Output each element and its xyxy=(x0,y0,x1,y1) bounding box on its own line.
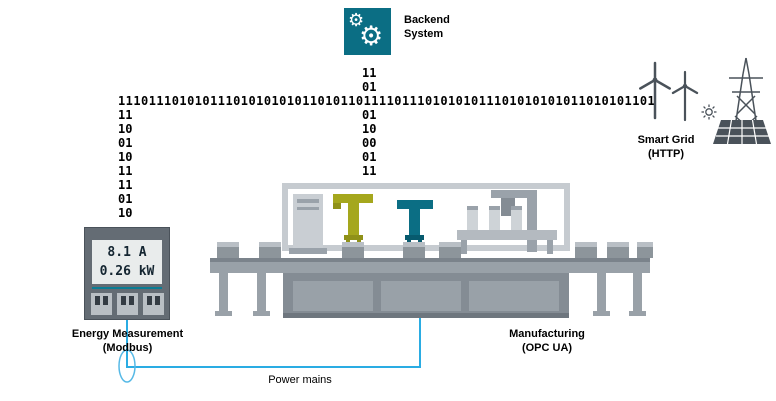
robot-arm-teal xyxy=(397,200,433,248)
manufacturing-machine-illustration xyxy=(210,183,653,318)
sun-icon xyxy=(701,104,717,120)
binary-digits: 11 xyxy=(362,66,377,80)
gear-icon: ⚙ xyxy=(348,10,365,31)
wind-turbine-icon xyxy=(639,61,671,120)
power-mains-label: Power mains xyxy=(268,374,332,386)
binary-digits: 10 xyxy=(118,150,133,164)
binary-digits: 01 xyxy=(362,108,377,122)
machine-body xyxy=(283,273,569,318)
backend-system-icon: ⚙ ⚙ xyxy=(344,8,391,55)
binary-digits: 01 xyxy=(362,150,377,164)
binary-stream-center: 01 10 00 01 11 xyxy=(362,108,376,178)
meter-display: 8.1 A 0.26 kW xyxy=(92,240,162,284)
binary-digits: 11 xyxy=(118,178,133,192)
conveyor-products xyxy=(217,242,653,258)
binary-digits: 11 xyxy=(362,164,377,178)
binary-digits: 11 xyxy=(118,164,133,178)
binary-digits: 00 xyxy=(362,136,377,150)
energy-measurement-label: Energy Measurement (Modbus) xyxy=(71,328,184,354)
meter-accent-line xyxy=(92,287,162,289)
binary-digits: 11 xyxy=(118,108,133,122)
manufacturing-label: Manufacturing (OPC UA) xyxy=(509,328,585,354)
machine-cabinet xyxy=(289,194,327,254)
solar-panel-icon xyxy=(713,119,771,145)
assembly-station xyxy=(457,190,557,254)
machine-frame xyxy=(282,183,570,251)
binary-digits: 01 xyxy=(362,80,377,94)
conveyor-legs xyxy=(215,273,646,316)
binary-digits: 10 xyxy=(362,122,377,136)
meter-terminal xyxy=(117,293,138,315)
smart-grid-label: Smart Grid (HTTP) xyxy=(637,134,695,160)
robot-arm-olive xyxy=(333,194,373,248)
smart-grid-icon xyxy=(639,57,771,145)
binary-digits: 10 xyxy=(118,122,133,136)
meter-reading-current: 8.1 A xyxy=(107,245,147,260)
binary-stream-backend: 11 01 xyxy=(362,66,376,94)
binary-digits: 10 xyxy=(118,206,133,220)
binary-stream-left: 11 10 01 10 11 11 01 10 xyxy=(118,108,132,220)
gear-icon: ⚙ xyxy=(359,21,384,52)
binary-stream-bus: 1110111010101110101010101101011011110111… xyxy=(118,94,656,108)
meter-terminals xyxy=(91,293,164,315)
wind-turbine-icon xyxy=(671,70,699,122)
energy-meter: 8.1 A 0.26 kW xyxy=(84,227,170,320)
meter-reading-power: 0.26 kW xyxy=(99,264,155,279)
binary-digits: 01 xyxy=(118,192,133,206)
backend-system-label: Backend System xyxy=(404,14,450,40)
meter-terminal xyxy=(143,293,164,315)
meter-terminal xyxy=(91,293,112,315)
conveyor-belt xyxy=(210,258,650,273)
binary-digits: 01 xyxy=(118,136,133,150)
